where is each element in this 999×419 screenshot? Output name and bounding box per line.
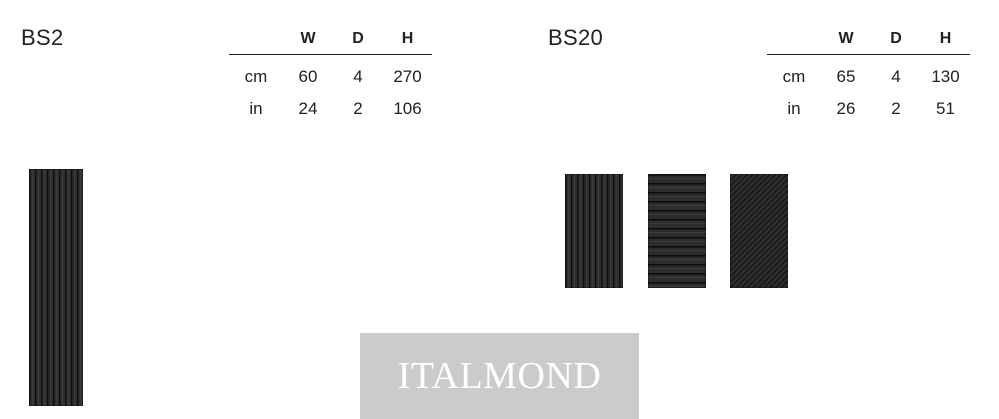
header-depth: D — [333, 24, 383, 55]
product-title-bs20: BS20 — [548, 25, 604, 50]
width-value: 65 — [836, 67, 856, 86]
header-width: W — [821, 24, 871, 55]
dimensions-table-bs2: W D H cm 60 4 270 in 24 2 106 — [229, 24, 432, 125]
header-height: H — [383, 24, 432, 55]
depth-value: 2 — [891, 99, 901, 118]
height-value: 270 — [393, 67, 422, 86]
unit-label: in — [787, 99, 801, 118]
unit-label: in — [249, 99, 263, 118]
header-depth: D — [871, 24, 921, 55]
header-width: W — [283, 24, 333, 55]
header-height: H — [921, 24, 970, 55]
width-value: 26 — [836, 99, 856, 118]
header-unit — [229, 24, 283, 55]
height-value: 51 — [936, 99, 955, 118]
swatch-vertical-grooves — [565, 174, 623, 288]
table-row: in 26 2 51 — [767, 93, 970, 125]
depth-value: 2 — [353, 99, 363, 118]
height-value: 130 — [931, 67, 960, 86]
unit-label: cm — [782, 67, 806, 86]
table-header-row: W D H — [767, 24, 970, 55]
height-value: 106 — [393, 99, 422, 118]
width-value: 24 — [298, 99, 318, 118]
header-unit — [767, 24, 821, 55]
table-row: cm 60 4 270 — [229, 55, 432, 94]
depth-value: 4 — [891, 67, 901, 86]
depth-value: 4 — [353, 67, 363, 86]
swatch-horizontal-grooves — [648, 174, 706, 288]
panel-image-bs2 — [29, 169, 83, 406]
swatch-diagonal-grooves — [730, 174, 788, 288]
unit-label: cm — [244, 67, 268, 86]
table-row: cm 65 4 130 — [767, 55, 970, 94]
width-value: 60 — [298, 67, 318, 86]
watermark-logo: ITALMOND — [360, 333, 639, 419]
product-title-bs2: BS2 — [21, 25, 64, 50]
table-header-row: W D H — [229, 24, 432, 55]
table-row: in 24 2 106 — [229, 93, 432, 125]
dimensions-table-bs20: W D H cm 65 4 130 in 26 2 51 — [767, 24, 970, 125]
